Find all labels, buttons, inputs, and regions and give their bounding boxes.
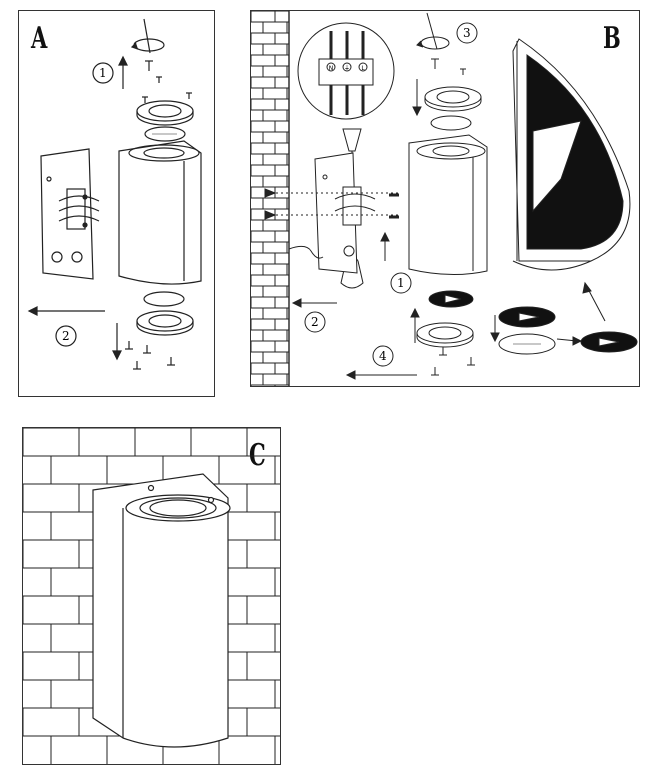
step-3-label-b: 3	[463, 26, 471, 40]
step-1-marker-a	[92, 62, 114, 84]
screw-icon	[142, 60, 192, 103]
terminal-n-label: N	[329, 65, 334, 72]
step-4-label-b: 4	[379, 349, 387, 363]
terminal-earth-label: ⏚	[344, 65, 350, 72]
rotate-arrow-icon-b	[416, 12, 450, 50]
panel-a-letter: A	[31, 21, 48, 56]
rotate-arrow-icon	[130, 18, 165, 54]
panel-b-drawing: 1 2 3 4 N ⏚ L	[251, 11, 638, 386]
step-2-marker-b	[304, 311, 326, 333]
step-1-label-b: 1	[397, 276, 405, 290]
panel-a: A	[18, 10, 215, 397]
step-3-marker-b	[456, 22, 478, 44]
panel-a-drawing: 1 2	[27, 18, 202, 370]
step-2-marker-a	[55, 325, 77, 347]
step-1-marker-b	[390, 272, 412, 294]
step-2-label-b: 2	[311, 315, 319, 329]
panel-b: B	[250, 10, 640, 387]
panel-b-letter: B	[603, 21, 621, 56]
terminal-l-label: L	[361, 65, 365, 72]
step-1-label-a: 1	[99, 66, 107, 80]
step-4-marker-b	[372, 345, 394, 367]
brick-wall-b	[251, 11, 290, 386]
step-2-label-a: 2	[62, 329, 70, 343]
panel-c-drawing	[23, 428, 280, 764]
panel-c: C	[22, 427, 281, 765]
installed-fixture	[92, 473, 231, 748]
